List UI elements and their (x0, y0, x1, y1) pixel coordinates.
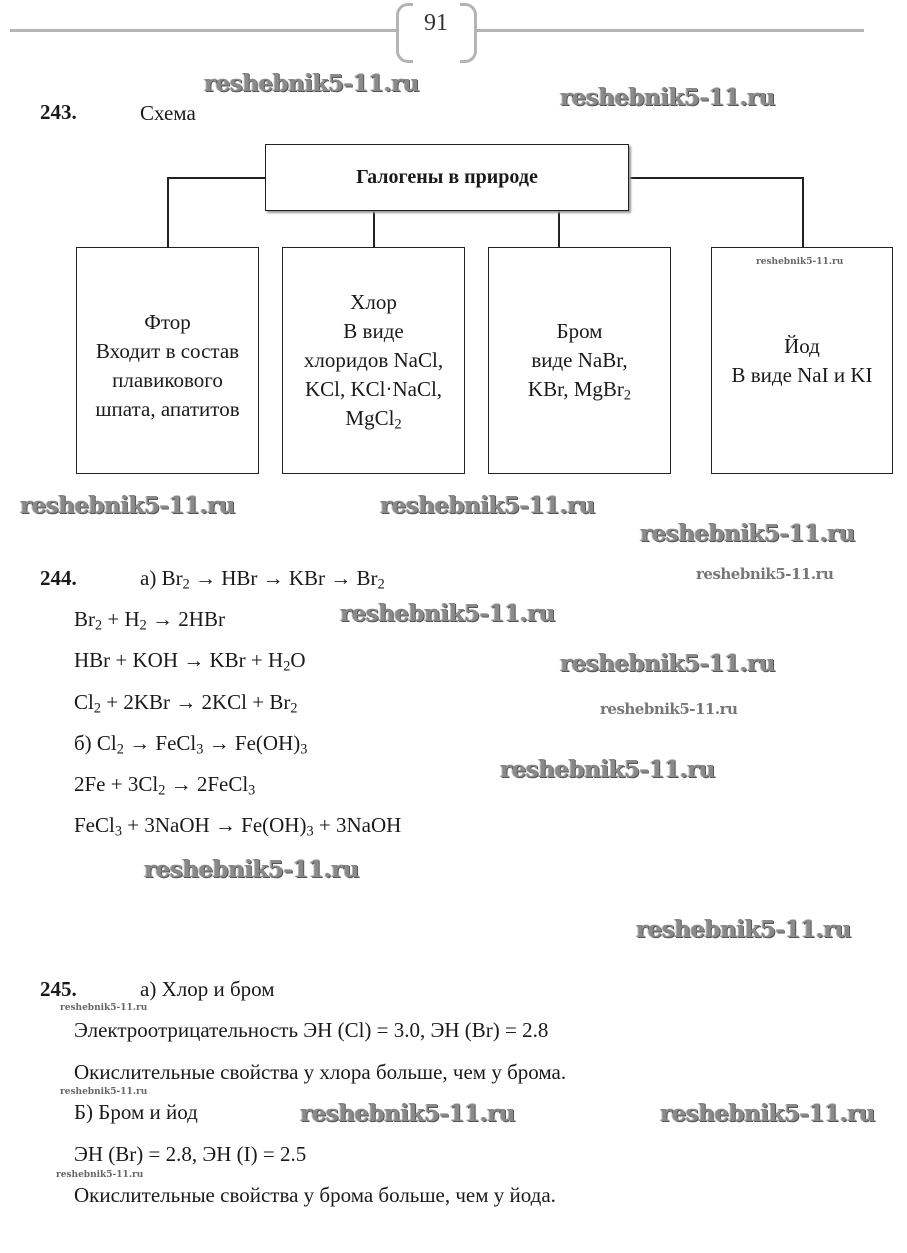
iodine-line: Йод (784, 333, 820, 358)
watermark: reshebnik5-11.ru (300, 1100, 515, 1127)
diagram-box-iodine: Йод В виде NaI и KI (711, 247, 893, 474)
task-244b-equation-1: 2Fe + 3Cl2 → 2FeCl3 (74, 772, 256, 799)
task-245b-line-1: ЭН (Br) = 2.8, ЭН (I) = 2.5 (74, 1142, 307, 1166)
watermark: reshebnik5-11.ru (144, 856, 359, 883)
chlorine-formula: MgCl2 (345, 406, 402, 433)
task-244a-equation-3: Cl2 + 2KBr → 2KCl + Br2 (74, 690, 298, 717)
header-rule-left (10, 29, 398, 32)
bromine-formula: KBr, MgBr2 (527, 377, 632, 404)
task-245b-line-2: Окислительные свойства у брома больше, ч… (74, 1183, 556, 1207)
watermark: reshebnik5-11.ru (500, 756, 715, 783)
watermark: reshebnik5-11.ru (756, 257, 844, 267)
task-244b-equation-2: FeCl3 + 3NaOH → Fe(OH)3 + 3NaOH (74, 813, 402, 840)
fluorine-line: шпата, апатитов (95, 396, 240, 421)
watermark: reshebnik5-11.ru (60, 1003, 148, 1013)
watermark: reshebnik5-11.ru (560, 84, 775, 111)
watermark: reshebnik5-11.ru (636, 916, 851, 943)
watermark: reshebnik5-11.ru (60, 1087, 148, 1097)
chlorine-line: хлоридов NaCl, (303, 348, 444, 372)
page-number-bracket-left (396, 3, 413, 63)
watermark: reshebnik5-11.ru (20, 492, 235, 519)
task-245a-line-1: Электроотрицательность ЭН (Cl) = 3.0, ЭН… (74, 1018, 549, 1042)
watermark: reshebnik5-11.ru (696, 565, 834, 583)
connector (558, 210, 560, 248)
task-244a-equation-2: HBr + KOH → KBr + H2O (74, 648, 306, 675)
watermark: reshebnik5-11.ru (340, 600, 555, 627)
watermark: reshebnik5-11.ru (640, 520, 855, 547)
task-244a-chain: а) Br2 → HBr → KBr → Br2 (140, 566, 385, 593)
task-244b-chain: б) Cl2 → FeCl3 → Fe(OH)3 (74, 731, 308, 758)
task-243-label: Схема (140, 101, 196, 125)
task-243-number: 243. (40, 100, 77, 124)
iodine-line: В виде NaI и KI (731, 362, 873, 387)
task-245a-title: а) Хлор и бром (140, 977, 275, 1001)
bromine-line: виде NaBr, (531, 348, 628, 372)
fluorine-line: Входит в состав (95, 338, 240, 363)
bromine-line: Бром (556, 319, 603, 343)
connector (167, 177, 169, 248)
diagram-root-box: Галогены в природе (265, 144, 629, 211)
task-244a-equation-1: Br2 + H2 → 2HBr (74, 607, 225, 634)
chlorine-line: В виде (343, 319, 404, 343)
diagram-box-chlorine: Хлор В виде хлоридов NaCl, KCl, KCl·NaCl… (282, 247, 465, 474)
watermark: reshebnik5-11.ru (560, 650, 775, 677)
chlorine-line: Хлор (350, 290, 397, 314)
watermark: reshebnik5-11.ru (380, 492, 595, 519)
watermark: reshebnik5-11.ru (660, 1100, 875, 1127)
fluorine-line: Фтор (144, 309, 191, 334)
diagram-box-fluorine: Фтор Входит в состав плавикового шпата, … (76, 247, 259, 474)
header-rule-right (476, 29, 864, 32)
connector (802, 177, 804, 248)
page-number: 91 (424, 10, 448, 36)
task-245b-title: Б) Бром и йод (74, 1100, 198, 1124)
chlorine-line: KCl, KCl·NaCl, (304, 377, 443, 401)
diagram-root-label: Галогены в природе (356, 166, 538, 188)
page-number-bracket-right (460, 3, 477, 63)
watermark: reshebnik5-11.ru (56, 1170, 144, 1180)
connector (628, 177, 802, 179)
task-244-number: 244. (40, 566, 77, 590)
task-245a-line-2: Окислительные свойства у хлора больше, ч… (74, 1060, 567, 1084)
connector (167, 177, 266, 179)
diagram-box-bromine: Бром виде NaBr, KBr, MgBr2 (488, 247, 671, 474)
watermark: reshebnik5-11.ru (204, 70, 419, 97)
task-245-number: 245. (40, 977, 77, 1001)
fluorine-line: плавикового (112, 367, 223, 392)
watermark: reshebnik5-11.ru (600, 700, 738, 718)
connector (373, 210, 375, 248)
